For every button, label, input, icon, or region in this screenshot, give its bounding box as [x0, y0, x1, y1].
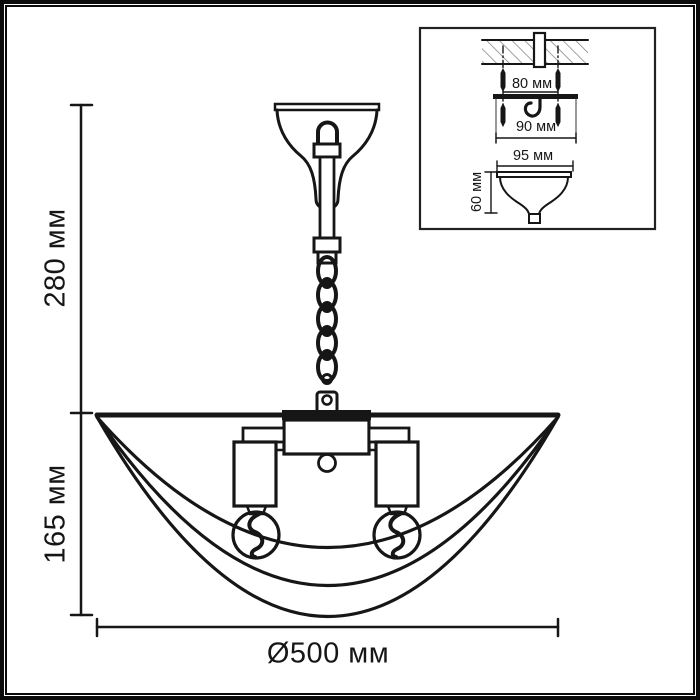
dim-label-280mm: 280 мм	[39, 208, 72, 308]
shade-arc-middle	[95, 415, 560, 587]
dim-label-95mm: 95 мм	[512, 148, 554, 164]
canopy	[273, 102, 381, 265]
dim-label-90mm: 90 мм	[515, 119, 557, 135]
chain-link	[316, 255, 338, 287]
rod-collar-upper	[312, 142, 342, 159]
hanging-loop	[316, 120, 339, 146]
inset-canopy-bell-right	[538, 176, 569, 215]
filament-right	[388, 512, 406, 559]
finial-ring	[321, 394, 333, 406]
canopy-plate	[273, 102, 381, 112]
inset-canopy-nub	[528, 213, 541, 224]
bracket-right	[367, 426, 411, 444]
chain-link	[316, 303, 338, 335]
rod	[318, 155, 336, 240]
canopy-bell-right	[328, 108, 379, 210]
shade-arc-outer	[95, 415, 560, 619]
mounting-hook	[523, 97, 542, 118]
hub-bar	[282, 410, 371, 420]
inset-mounting-detail	[418, 26, 657, 231]
chain-link	[316, 351, 338, 383]
dim-label-60mm: 60 мм	[469, 171, 485, 213]
bracket-left	[241, 426, 286, 444]
dim-label-80mm: 80 мм	[511, 76, 553, 92]
fixture-assembly	[231, 418, 422, 560]
anchor-slot	[532, 31, 547, 69]
shade	[94, 410, 561, 619]
mounting-plate	[493, 94, 578, 99]
chain	[315, 255, 339, 415]
canopy-bell-left	[275, 108, 326, 210]
inset-border	[418, 26, 657, 231]
filament-left	[247, 512, 265, 559]
dim-label-165mm: 165 мм	[39, 464, 72, 564]
rod-collar-lower	[312, 236, 342, 254]
chain-link	[316, 279, 338, 311]
shade-arc-inner	[95, 415, 560, 549]
inset-canopy-bell-left	[499, 176, 530, 215]
chain-junction	[321, 373, 333, 385]
central-block	[282, 418, 371, 456]
screw-anchors	[500, 68, 561, 127]
decorative-ball	[317, 453, 337, 473]
socket-right	[374, 440, 420, 508]
socket-left	[232, 440, 278, 508]
inset-canopy-plate	[496, 171, 572, 178]
dim-label-diameter-500mm: Ø500 мм	[266, 637, 390, 670]
dimension-lines-main	[69, 103, 560, 638]
chain-link	[316, 327, 338, 359]
